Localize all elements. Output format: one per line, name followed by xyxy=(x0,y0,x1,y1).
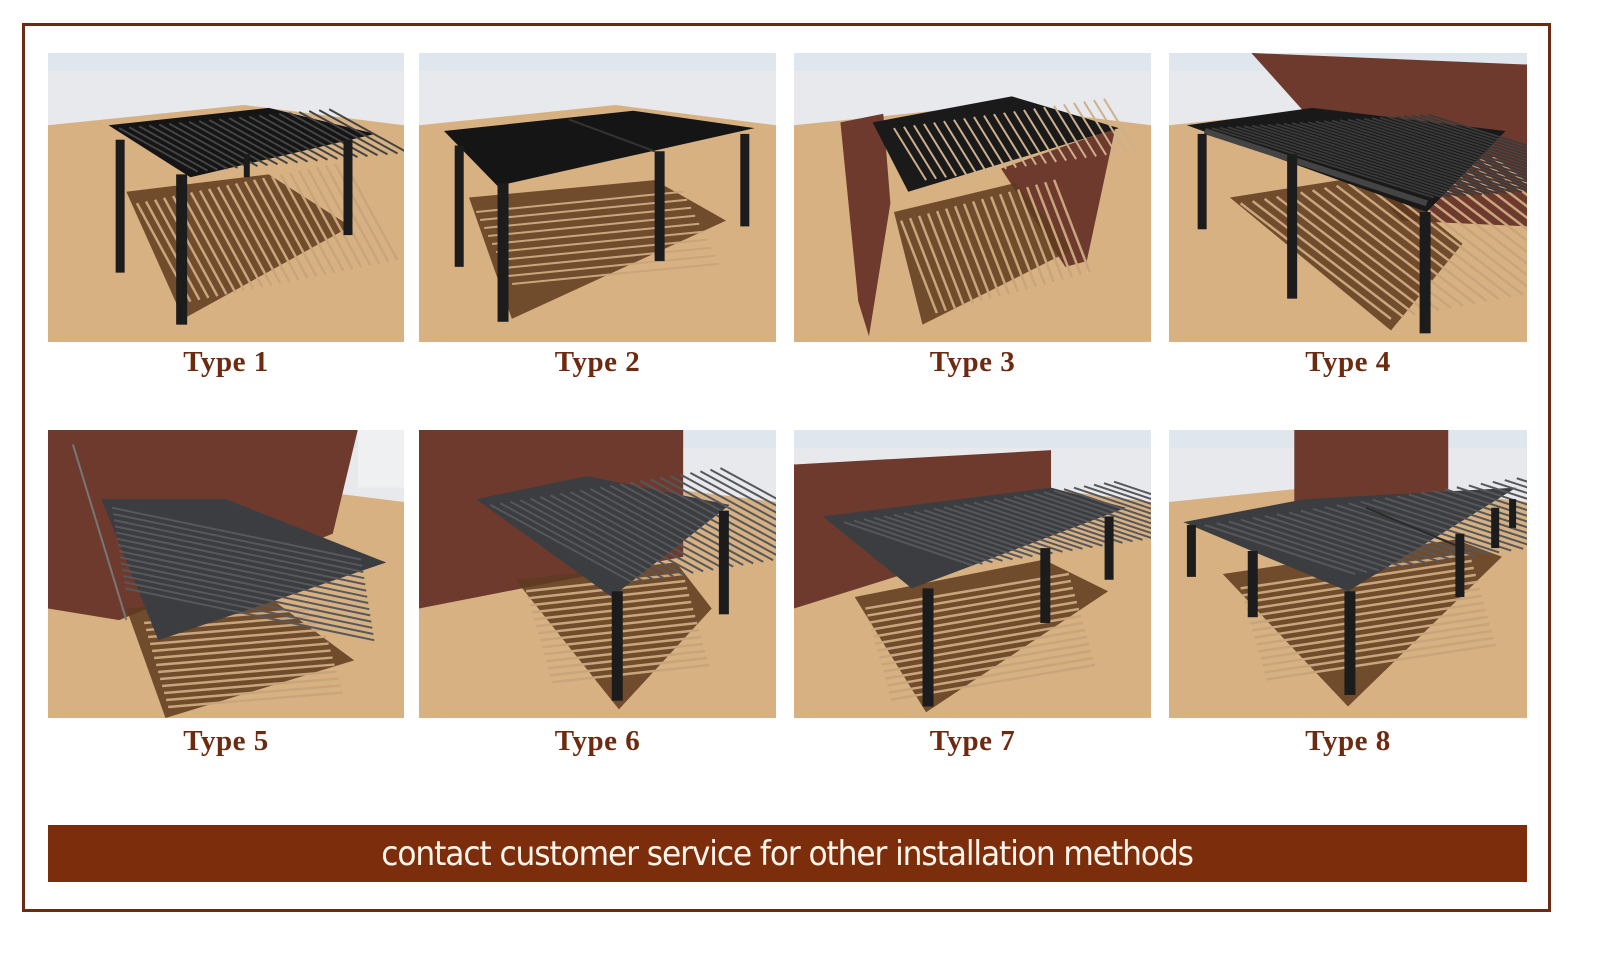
installation-type-card xyxy=(419,430,776,718)
post xyxy=(1104,516,1114,580)
post xyxy=(1247,550,1258,618)
post xyxy=(654,151,665,262)
post xyxy=(176,174,188,325)
post xyxy=(1287,154,1298,299)
post xyxy=(740,133,750,227)
installation-type-label: Type 8 xyxy=(1305,725,1391,757)
post xyxy=(497,183,509,322)
installation-type-label: Type 1 xyxy=(183,346,269,378)
brick-wall xyxy=(1001,128,1116,267)
post xyxy=(243,154,250,178)
post xyxy=(1419,211,1431,334)
post xyxy=(1455,533,1465,598)
post xyxy=(1509,499,1517,528)
pergola-render-image xyxy=(419,53,776,342)
installation-type-card xyxy=(794,430,1151,718)
installation-type-label: Type 5 xyxy=(183,725,269,757)
pergola-render-image xyxy=(1169,53,1527,342)
louvered-roof xyxy=(476,476,730,598)
installation-type-label: Type 4 xyxy=(1305,346,1391,378)
post xyxy=(1491,507,1500,549)
installation-type-label: Type 7 xyxy=(929,725,1016,757)
installation-type-card xyxy=(1169,430,1527,718)
brick-wall xyxy=(840,113,891,337)
post xyxy=(343,139,353,236)
banner-text: contact customer service for other insta… xyxy=(381,833,1195,874)
contact-banner: contact customer service for other insta… xyxy=(48,825,1527,882)
installation-type-card xyxy=(48,53,404,342)
louvered-roof xyxy=(443,110,755,186)
installation-type-card xyxy=(1169,53,1527,342)
post xyxy=(454,145,464,267)
support-cable xyxy=(71,444,128,621)
post xyxy=(718,510,729,615)
installation-type-card xyxy=(794,53,1151,342)
installation-type-label: Type 6 xyxy=(554,725,641,757)
pergola-render-image xyxy=(419,430,776,718)
pergola-render-image xyxy=(794,430,1151,718)
installation-type-label: Type 3 xyxy=(929,346,1016,378)
installation-type-label: Type 2 xyxy=(554,346,641,378)
post xyxy=(1186,525,1196,577)
post xyxy=(1040,548,1051,623)
post xyxy=(611,591,623,701)
louvered-roof xyxy=(872,96,1119,192)
pergola-render-image xyxy=(48,53,404,342)
pergola-render-image xyxy=(1169,430,1527,718)
post xyxy=(1197,133,1207,230)
installation-type-card xyxy=(419,53,776,342)
post xyxy=(1344,591,1356,695)
pergola-render-image xyxy=(794,53,1151,342)
louvered-roof xyxy=(101,499,387,641)
post xyxy=(115,139,125,273)
installation-type-card xyxy=(48,430,404,718)
post xyxy=(922,588,934,707)
pergola-render-image xyxy=(48,430,404,718)
